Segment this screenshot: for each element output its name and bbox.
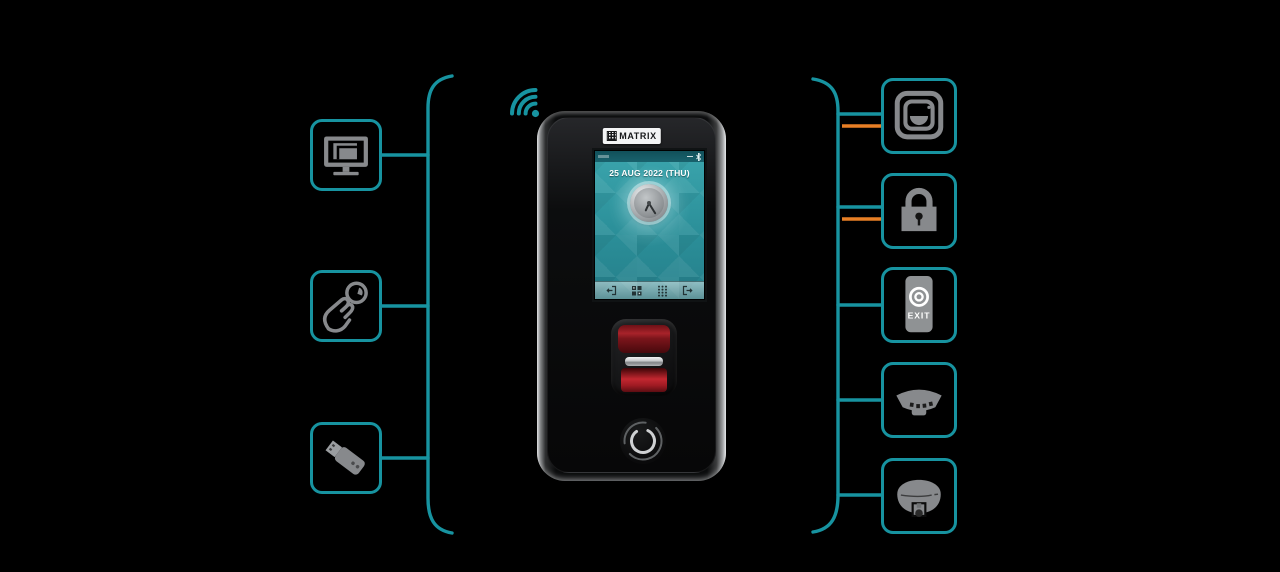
fingerprint-sensor-window-bottom [621, 368, 667, 392]
clock-center-pin [647, 201, 651, 205]
right-device-door-lock [881, 173, 957, 249]
status-text-smudge [598, 155, 609, 158]
fingerprint-reader [611, 319, 677, 396]
dome-camera-icon [897, 479, 941, 518]
screen-dock-bar [595, 281, 704, 299]
wifi-signal-icon [510, 88, 540, 118]
left-device-computer [310, 119, 382, 191]
apps-grid-icon[interactable] [631, 285, 642, 296]
hand-proximity-token-icon [322, 281, 368, 333]
biometric-terminal: MATRIX 25 AUG 2022 (THU) [537, 111, 726, 481]
device-screen: 25 AUG 2022 (THU) [594, 150, 705, 300]
padlock-icon [901, 187, 937, 232]
screen-status-bar [595, 151, 704, 162]
fingerprint-sensor-window-top [618, 325, 670, 353]
left-device-usb [310, 422, 382, 494]
brand-logo: MATRIX [602, 128, 661, 144]
clock-face [634, 188, 664, 218]
left-device-card-tap [310, 270, 382, 342]
bell-button-rings-icon [623, 421, 663, 461]
brand-logo-icon [606, 131, 617, 141]
smoke-detector-icon [896, 389, 942, 416]
device-front-panel: MATRIX 25 AUG 2022 (THU) [547, 117, 716, 473]
right-device-doorbell [881, 78, 957, 154]
ring-bell-button[interactable] [620, 418, 666, 464]
analog-clock [630, 184, 668, 222]
left-bracket [426, 74, 454, 535]
exit-label: EXIT [908, 311, 931, 321]
desktop-monitor-icon [324, 136, 368, 176]
right-device-dome-camera [881, 458, 957, 534]
fingerprint-chrome-bar [625, 357, 663, 366]
exit-button-icon: EXIT [905, 276, 933, 333]
doorbell-icon [894, 90, 944, 140]
brand-name: MATRIX [619, 130, 657, 141]
dialpad-icon[interactable] [657, 285, 668, 297]
bluetooth-icon [696, 152, 701, 161]
logout-left-icon[interactable] [606, 285, 617, 296]
usb-pen-drive-icon [325, 440, 365, 475]
screen-date-text: 25 AUG 2022 (THU) [609, 168, 690, 178]
right-bracket [811, 77, 840, 534]
logout-right-icon[interactable] [682, 285, 693, 296]
right-device-smoke-detector [881, 362, 957, 438]
right-device-exit-switch: EXIT [881, 267, 957, 343]
minimize-icon [687, 155, 693, 158]
